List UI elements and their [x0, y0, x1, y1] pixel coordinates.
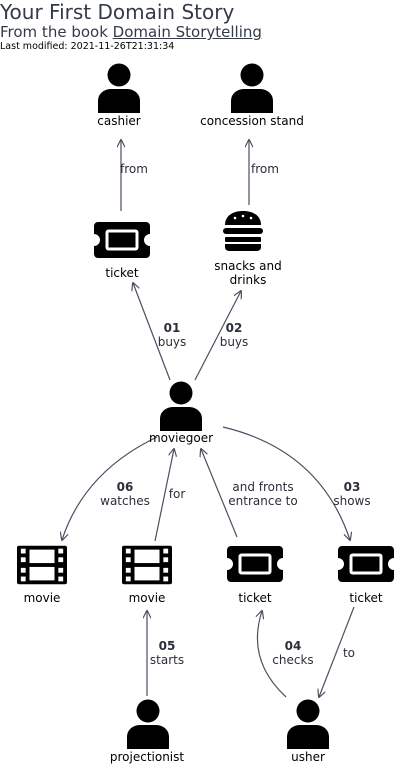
label-for: for	[169, 487, 186, 501]
edge-06-watches-movie	[62, 436, 158, 540]
movie-left-label: movie	[24, 591, 61, 605]
node-ticket-right[interactable]: ticket	[338, 546, 394, 605]
film-icon	[122, 545, 172, 585]
edge-ticket-fronts-entrance	[201, 449, 238, 538]
node-ticket-top[interactable]: ticket	[94, 222, 150, 280]
label-03-number: 03	[344, 480, 361, 494]
projectionist-label: projectionist	[110, 750, 185, 764]
node-moviegoer[interactable]: moviegoer	[149, 381, 213, 446]
concession-stand-actor-icon	[231, 63, 273, 113]
edge-movie-for-moviegoer	[154, 449, 174, 542]
node-snacks-and-drinks[interactable]: snacks and drinks	[214, 211, 282, 287]
projectionist-actor-icon	[127, 699, 169, 749]
label-03-text: shows	[333, 494, 370, 508]
label-04-number: 04	[285, 639, 302, 653]
label-06-number: 06	[117, 480, 134, 494]
edge-usher-to-ticket	[319, 606, 355, 697]
snacks-label-line1: snacks and	[214, 259, 281, 273]
label-04-text: checks	[272, 653, 313, 667]
label-fronts-line1: and fronts	[232, 480, 293, 494]
node-cashier[interactable]: cashier	[97, 63, 141, 129]
cashier-label: cashier	[97, 114, 141, 128]
ticket-top-label: ticket	[105, 266, 139, 280]
subtitle-prefix: From the book	[0, 23, 113, 41]
edge-04-checks-ticket	[257, 611, 287, 698]
edge-01-buys-ticket	[133, 283, 171, 381]
label-02-text: buys	[220, 335, 249, 349]
diagram-subtitle: From the book Domain Storytelling	[0, 23, 262, 41]
label-01-text: buys	[158, 335, 187, 349]
label-06-text: watches	[100, 494, 150, 508]
ticket-right-label: ticket	[349, 591, 383, 605]
cashier-actor-icon	[98, 63, 140, 113]
ticket-icon	[94, 222, 150, 258]
node-concession-stand[interactable]: concession stand	[200, 63, 304, 129]
node-movie-mid[interactable]: movie	[122, 545, 172, 605]
ticket-icon	[338, 546, 394, 582]
node-ticket-mid[interactable]: ticket	[227, 546, 283, 605]
usher-actor-icon	[287, 699, 329, 749]
diagram-title: Your First Domain Story	[0, 0, 235, 24]
burger-icon	[223, 211, 263, 251]
label-to: to	[343, 646, 355, 660]
usher-label: usher	[291, 750, 325, 764]
label-02-number: 02	[226, 321, 243, 335]
ticket-icon	[227, 546, 283, 582]
node-usher[interactable]: usher	[287, 699, 329, 765]
edge-03-shows-ticket	[222, 426, 350, 540]
label-05-text: starts	[150, 653, 184, 667]
snacks-label-line2: drinks	[230, 273, 267, 287]
node-movie-left[interactable]: movie	[17, 545, 67, 605]
moviegoer-actor-icon	[160, 381, 202, 431]
moviegoer-label: moviegoer	[149, 431, 213, 445]
label-01-number: 01	[164, 321, 181, 335]
edge-02-buys-snacks	[194, 291, 241, 381]
label-05-number: 05	[159, 639, 176, 653]
last-modified: Last modified: 2021-11-26T21:31:34	[0, 41, 175, 52]
concession-stand-label: concession stand	[200, 114, 304, 128]
label-fronts-line2: entrance to	[228, 494, 297, 508]
ticket-mid-label: ticket	[238, 591, 272, 605]
movie-mid-label: movie	[129, 591, 166, 605]
label-from-concession: from	[251, 162, 279, 176]
label-from-cashier: from	[120, 162, 148, 176]
book-link[interactable]: Domain Storytelling	[112, 23, 262, 41]
film-icon	[17, 545, 67, 585]
node-projectionist[interactable]: projectionist	[110, 699, 185, 765]
